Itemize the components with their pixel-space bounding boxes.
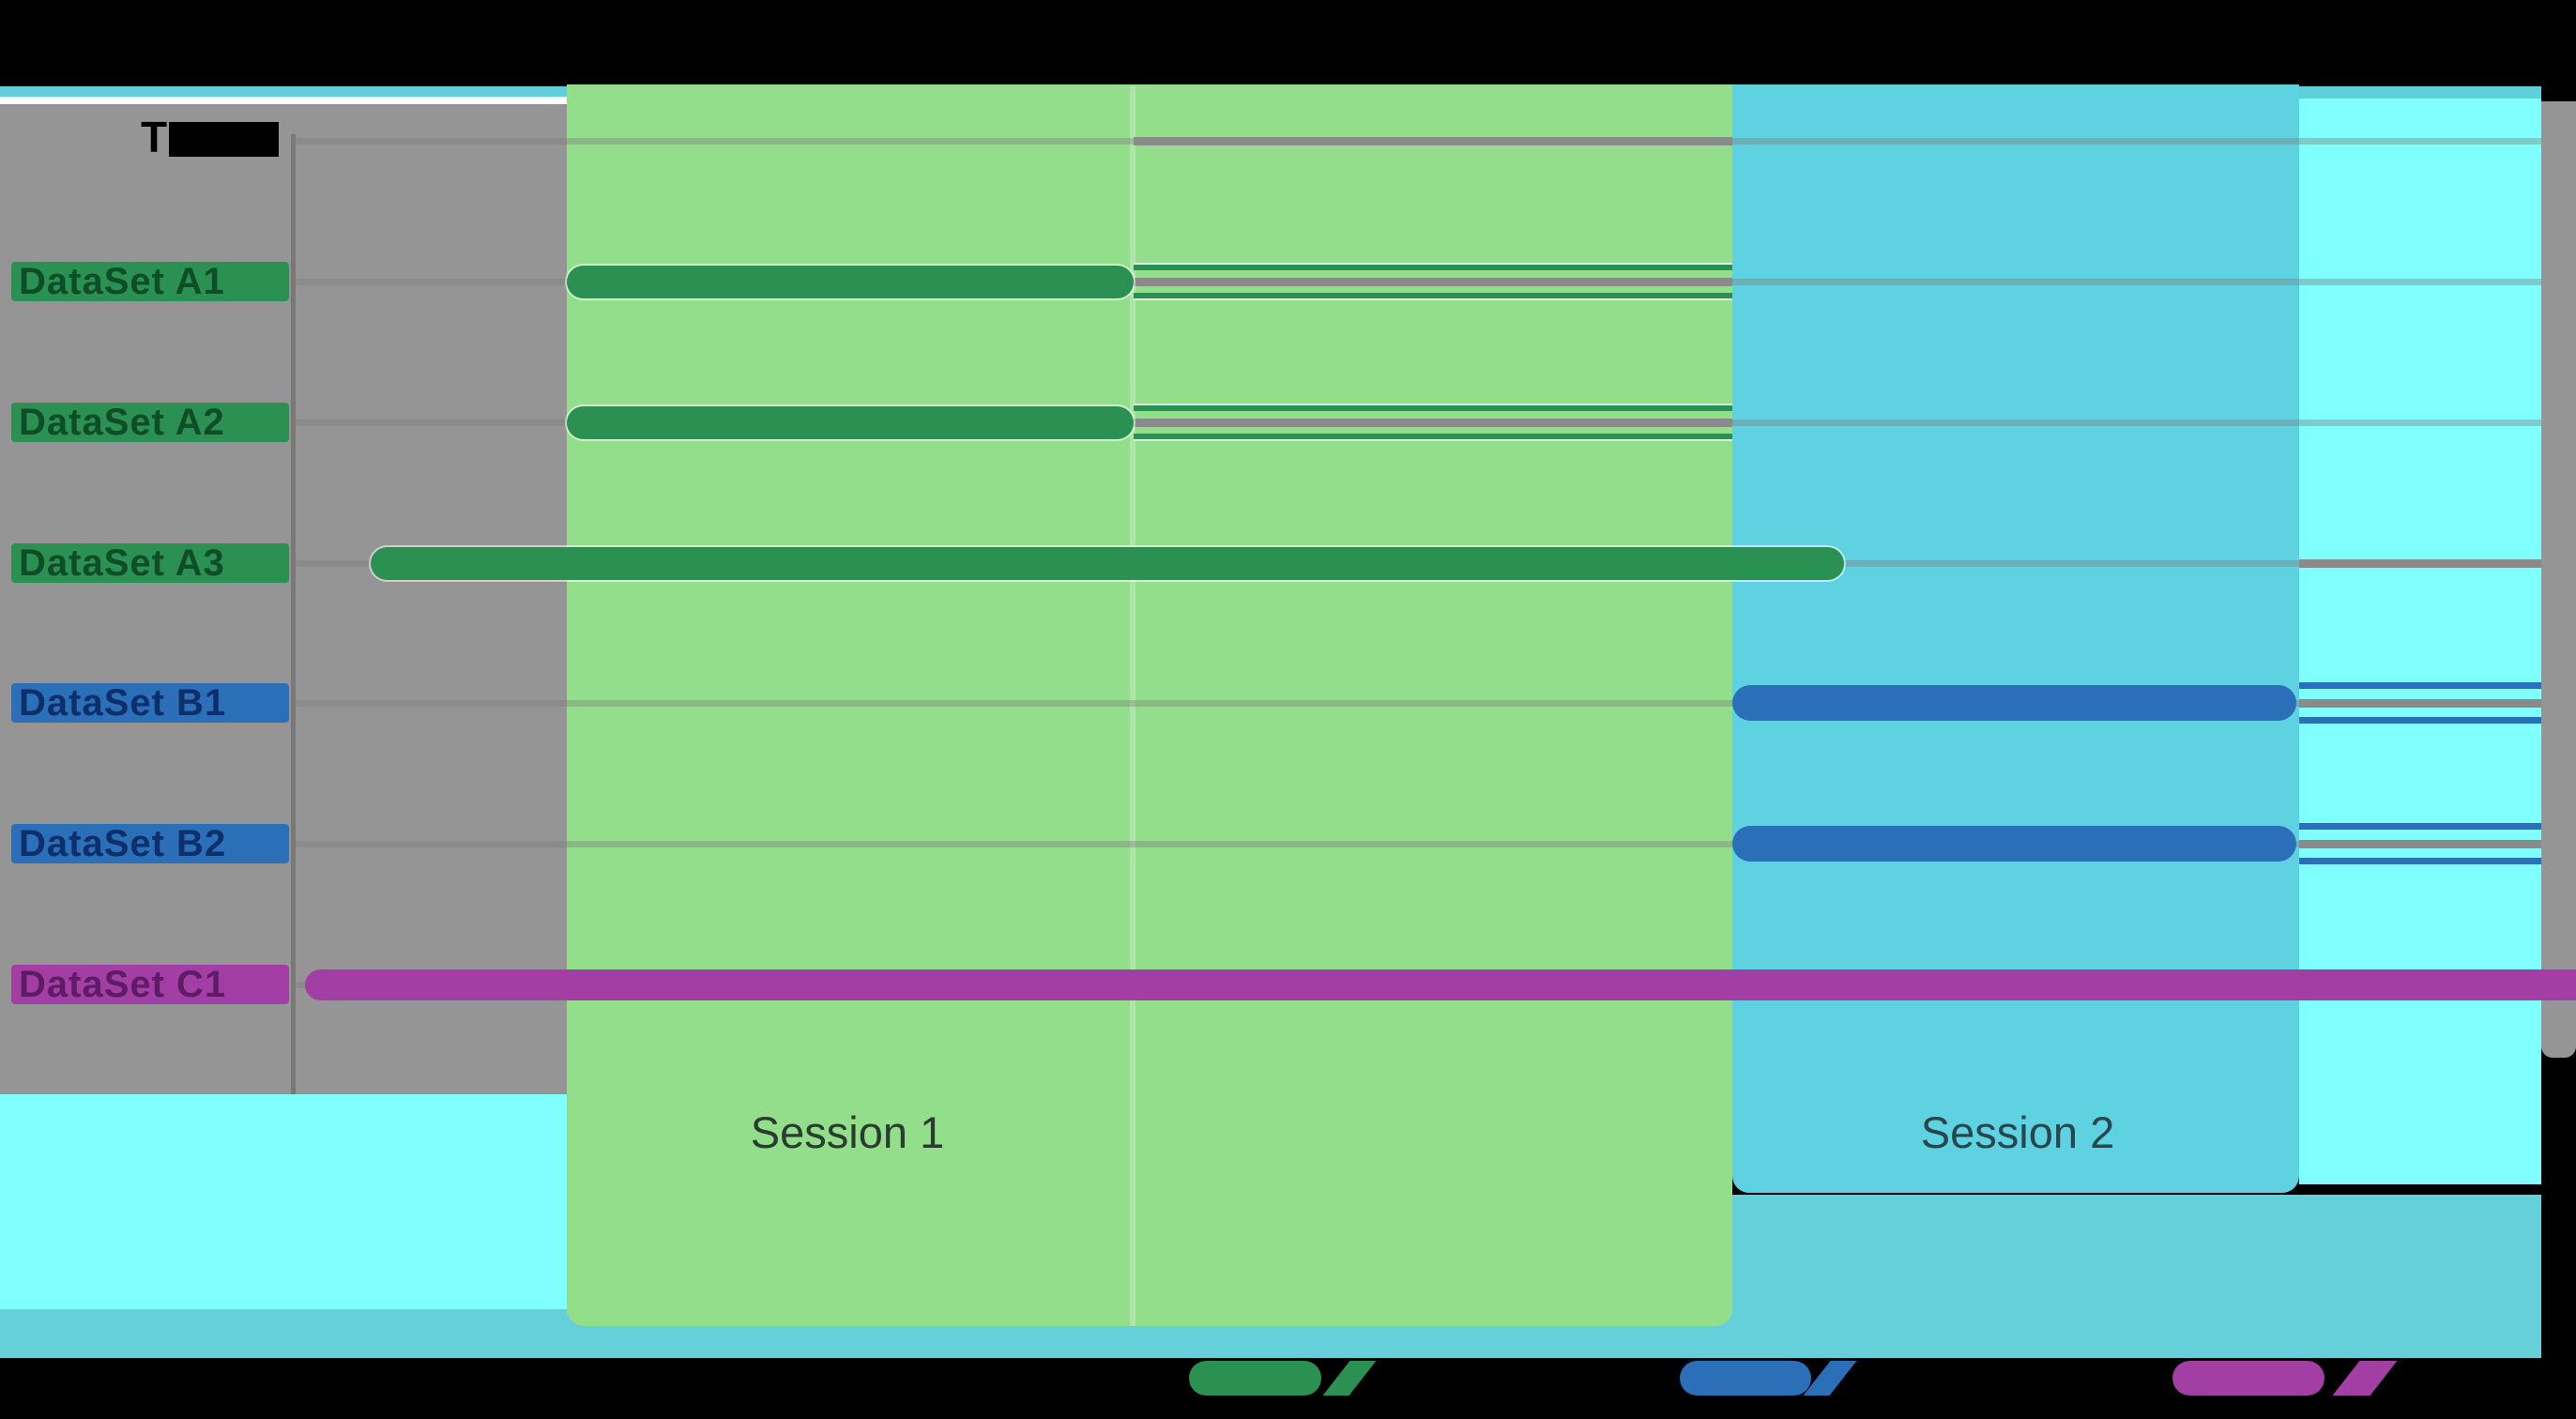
y-axis-line [291, 134, 296, 1094]
gantt-bar [1732, 826, 2296, 862]
bar-hollow-extension [2299, 823, 2541, 864]
session2-band [1732, 84, 2299, 1193]
legend [0, 1361, 2576, 1398]
hollow-top-edge [2299, 682, 2541, 689]
session1-label: Session 1 [750, 1107, 945, 1157]
hollow-top-edge [1134, 404, 1732, 411]
bar-hollow-extension [1134, 404, 1732, 441]
bar-hollow-extension [1134, 263, 1732, 300]
hollow-bottom-edge [1134, 434, 1732, 441]
chart-title: T [141, 113, 280, 161]
hollow-bottom-edge [2299, 858, 2541, 864]
row-label-text: DataSet A3 [19, 542, 225, 584]
header-white-gap [0, 97, 567, 104]
row-gridline [293, 700, 2541, 707]
gantt-bar [371, 546, 1844, 580]
hollow-center-line [2299, 840, 2541, 848]
legend-slash-icon [2332, 1361, 2398, 1396]
hollow-center-line [1134, 419, 1732, 427]
legend-swatch [2172, 1361, 2324, 1396]
legend-slash-icon [1322, 1361, 1377, 1396]
row-label-text: DataSet A1 [19, 260, 225, 302]
hollow-bottom-edge [2299, 717, 2541, 724]
session2-label: Session 2 [1920, 1107, 2115, 1157]
row-label-text: DataSet B1 [19, 681, 227, 724]
legend-swatch [1189, 1361, 1321, 1396]
gantt-bar [567, 405, 1134, 439]
left-bright-cyan-band [0, 1094, 567, 1309]
row-dark-line [2299, 559, 2541, 568]
gantt-bar [1732, 685, 2296, 721]
hollow-bottom-edge [1134, 293, 1732, 300]
hollow-center-line [2299, 699, 2541, 708]
gantt-bar [305, 969, 2576, 1000]
row-label-text: DataSet A2 [19, 401, 225, 443]
legend-slash-icon [1803, 1361, 1857, 1396]
gantt-bar [567, 265, 1134, 298]
row-label: DataSet A1 [11, 260, 289, 302]
row-label-text: DataSet C1 [19, 963, 227, 1005]
chart-title-visible-text: T [141, 113, 168, 161]
row-label: DataSet A2 [11, 401, 289, 443]
row-label: DataSet A3 [11, 542, 289, 584]
bar-hollow-extension [2299, 682, 2541, 724]
legend-swatch [1680, 1361, 1811, 1396]
hollow-top-edge [1134, 263, 1732, 270]
row-label: DataSet B1 [11, 681, 289, 724]
row-label: DataSet B2 [11, 822, 289, 864]
row-dark-line [1134, 137, 1732, 145]
hollow-top-edge [2299, 823, 2541, 830]
row-label: DataSet C1 [11, 963, 289, 1005]
right-gray-margin [2541, 101, 2576, 1058]
row-label-text: DataSet B2 [19, 822, 227, 864]
hollow-center-line [1134, 278, 1732, 286]
right-bright-cyan-column [2299, 99, 2541, 1184]
title-redaction-box [169, 122, 280, 157]
row-gridline [293, 841, 2541, 847]
session1-mid-gridline [1130, 86, 1136, 1326]
